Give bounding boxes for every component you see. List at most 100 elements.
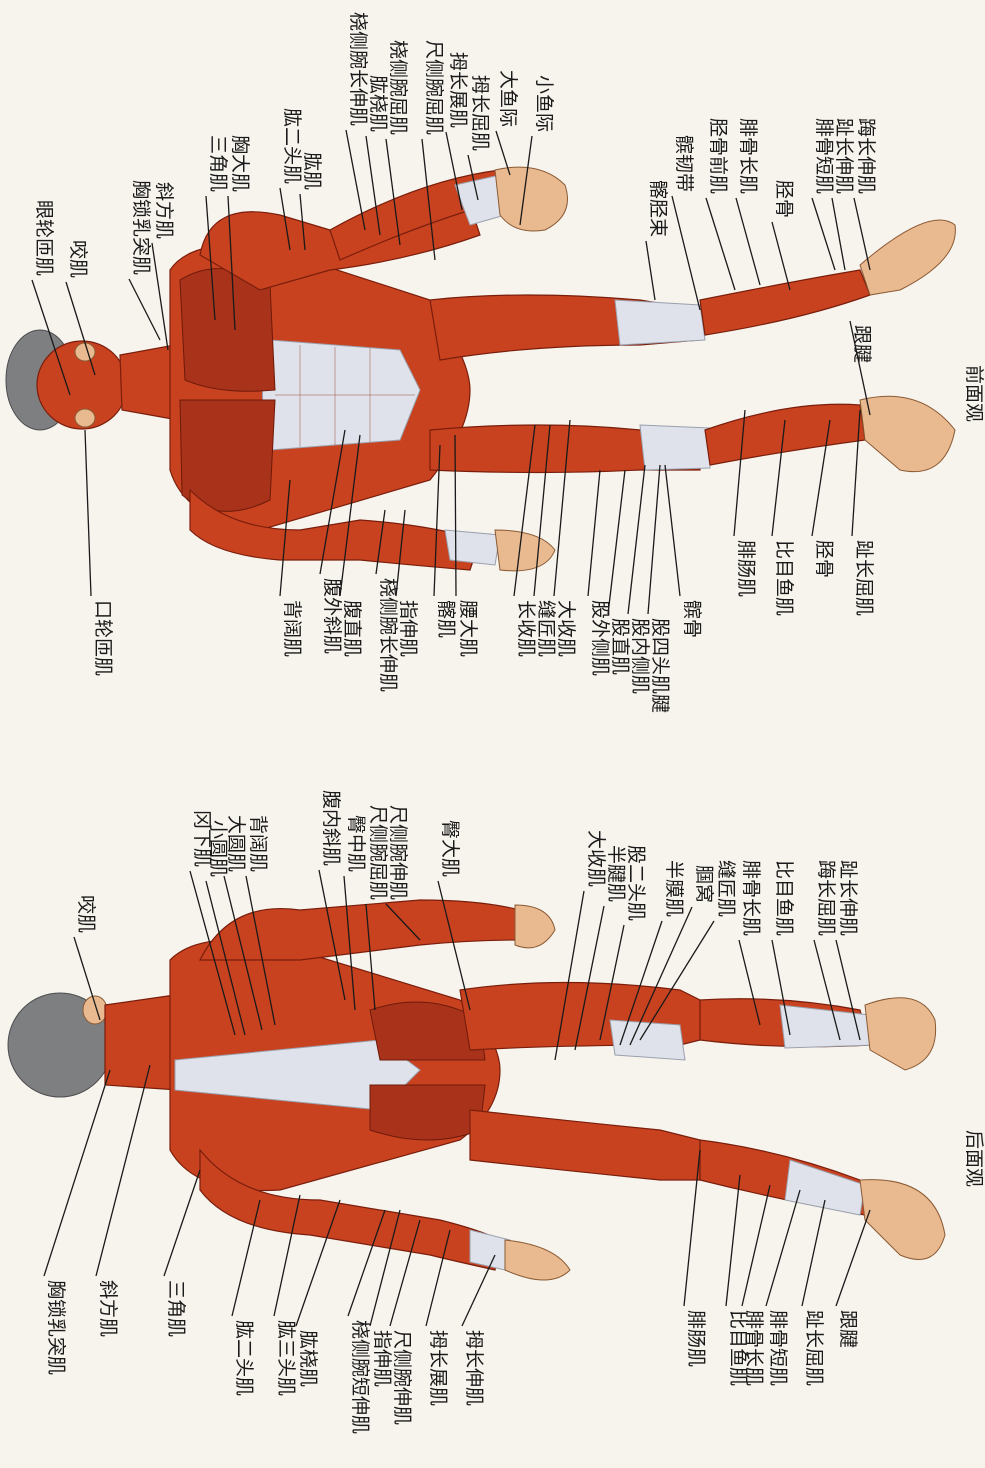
front-leader-line [772, 222, 790, 290]
front-label: 胫骨 [773, 180, 795, 218]
front-label: 胫骨前肌 [707, 118, 729, 194]
front-label: 腓骨短肌 [813, 118, 835, 194]
front-label: 拇长展肌 [447, 52, 469, 128]
back-label: 大圆肌 [225, 815, 247, 872]
front-label: 腹外斜肌 [321, 578, 343, 654]
front-hand-upper [495, 167, 568, 231]
front-label: 长收肌 [515, 600, 537, 657]
back-label: 腓骨长肌 [740, 860, 762, 936]
back-label: 咬肌 [75, 895, 97, 933]
back-label: 跟腱 [837, 1310, 859, 1348]
back-label: 腘窝 [693, 865, 715, 903]
front-label: 股直肌 [609, 618, 631, 675]
front-label: 三角肌 [207, 135, 229, 192]
front-foot-upper [860, 220, 955, 295]
front-leader-line [706, 198, 735, 290]
front-label: 肱二头肌 [281, 108, 303, 184]
back-label: 缝匠肌 [715, 860, 737, 917]
front-leader-line [854, 198, 870, 270]
back-label: 指伸肌 [371, 1330, 393, 1387]
front-label: 腹直肌 [341, 600, 363, 657]
front-label: 髌骨 [681, 600, 703, 638]
front-label: 小鱼际 [533, 75, 555, 132]
back-leader-line [164, 1170, 200, 1276]
back-label: 半腱肌 [605, 845, 627, 902]
front-foot-lower [860, 396, 955, 471]
front-label: 股内侧肌 [629, 618, 651, 694]
front-label: 髂胫束 [647, 180, 669, 237]
front-shin-upper [700, 270, 870, 335]
front-label: 眼轮匝肌 [33, 200, 55, 276]
front-label: 桡侧腕屈肌 [387, 40, 409, 135]
front-view-title: 前面观 [963, 365, 985, 422]
back-label: 腓肠肌 [685, 1310, 707, 1367]
front-label: 髂肌 [435, 600, 457, 638]
front-label: 胸大肌 [229, 135, 251, 192]
front-leader-line [672, 196, 700, 310]
back-leader-line [766, 1190, 800, 1306]
back-label: 肱二头肌 [233, 1320, 255, 1396]
front-label: 桡侧腕长伸肌 [377, 578, 399, 692]
back-hand-upper [515, 905, 555, 948]
back-label: 尺侧腕伸肌 [387, 805, 409, 900]
back-label: 趾长屈肌 [803, 1310, 825, 1386]
back-label: 趾长伸肌 [837, 860, 859, 936]
front-label: 肱桡肌 [367, 75, 389, 132]
back-label: 腹内斜肌 [320, 790, 342, 866]
back-label: 肱三头肌 [275, 1320, 297, 1396]
front-leader-line [736, 198, 760, 285]
back-label: 肱桡肌 [297, 1330, 319, 1387]
front-shin-lower [705, 404, 865, 465]
back-label: 拇长伸肌 [463, 1330, 485, 1406]
front-neck [120, 345, 178, 420]
front-label: 胫骨 [813, 540, 835, 578]
front-label: 比目鱼肌 [773, 540, 795, 616]
front-leader-line [646, 241, 655, 300]
front-label: 桡侧腕长伸肌 [347, 12, 369, 126]
back-label: 三角肌 [165, 1280, 187, 1337]
front-leader-line [665, 465, 680, 596]
front-label: 腰大肌 [457, 600, 479, 657]
front-leader-line [85, 430, 91, 596]
front-label: 趾长伸肌 [833, 118, 855, 194]
back-hand-lower [505, 1240, 570, 1280]
back-neck [105, 995, 178, 1090]
back-view-figure [8, 900, 945, 1280]
front-label: 髌韧带 [673, 135, 695, 192]
back-label: 尺侧腕伸肌 [391, 1330, 413, 1425]
front-label: 缝匠肌 [535, 600, 557, 657]
back-leader-line [802, 1200, 825, 1306]
back-label: 胸锁乳突肌 [45, 1280, 67, 1375]
back-label: 踇长屈肌 [815, 860, 837, 936]
back-label: 股二头肌 [625, 845, 647, 921]
back-leader-line [836, 1210, 870, 1306]
front-leader-line [628, 465, 645, 614]
back-foot-upper [865, 998, 936, 1070]
front-leader-line [129, 279, 160, 340]
front-label: 大鱼际 [497, 70, 519, 127]
back-label: 拇长展肌 [427, 1330, 449, 1406]
front-leader-line [346, 130, 365, 230]
back-label: 臀大肌 [439, 820, 461, 877]
front-label: 股外侧肌 [589, 600, 611, 676]
front-leader-line [648, 465, 660, 614]
front-hand-lower [495, 530, 555, 571]
front-label: 背阔肌 [281, 600, 303, 657]
front-leader-line [152, 243, 168, 350]
front-label: 口轮匝肌 [92, 600, 114, 676]
front-label: 腓骨长肌 [737, 118, 759, 194]
front-label: 腓肠肌 [735, 540, 757, 597]
front-leader-line [812, 198, 835, 270]
front-label: 指伸肌 [397, 600, 419, 657]
back-label: 斜方肌 [97, 1280, 119, 1337]
front-label: 胸锁乳突肌 [130, 180, 152, 275]
front-label: 大收肌 [555, 600, 577, 657]
back-label: 尺侧腕屈肌 [367, 805, 389, 900]
front-label: 股四头肌腱 [649, 618, 671, 713]
front-label: 肱肌 [301, 152, 323, 190]
front-label: 踇长伸肌 [855, 118, 877, 194]
front-label: 拇长屈肌 [469, 75, 491, 151]
back-view-title: 后面观 [963, 1130, 985, 1187]
